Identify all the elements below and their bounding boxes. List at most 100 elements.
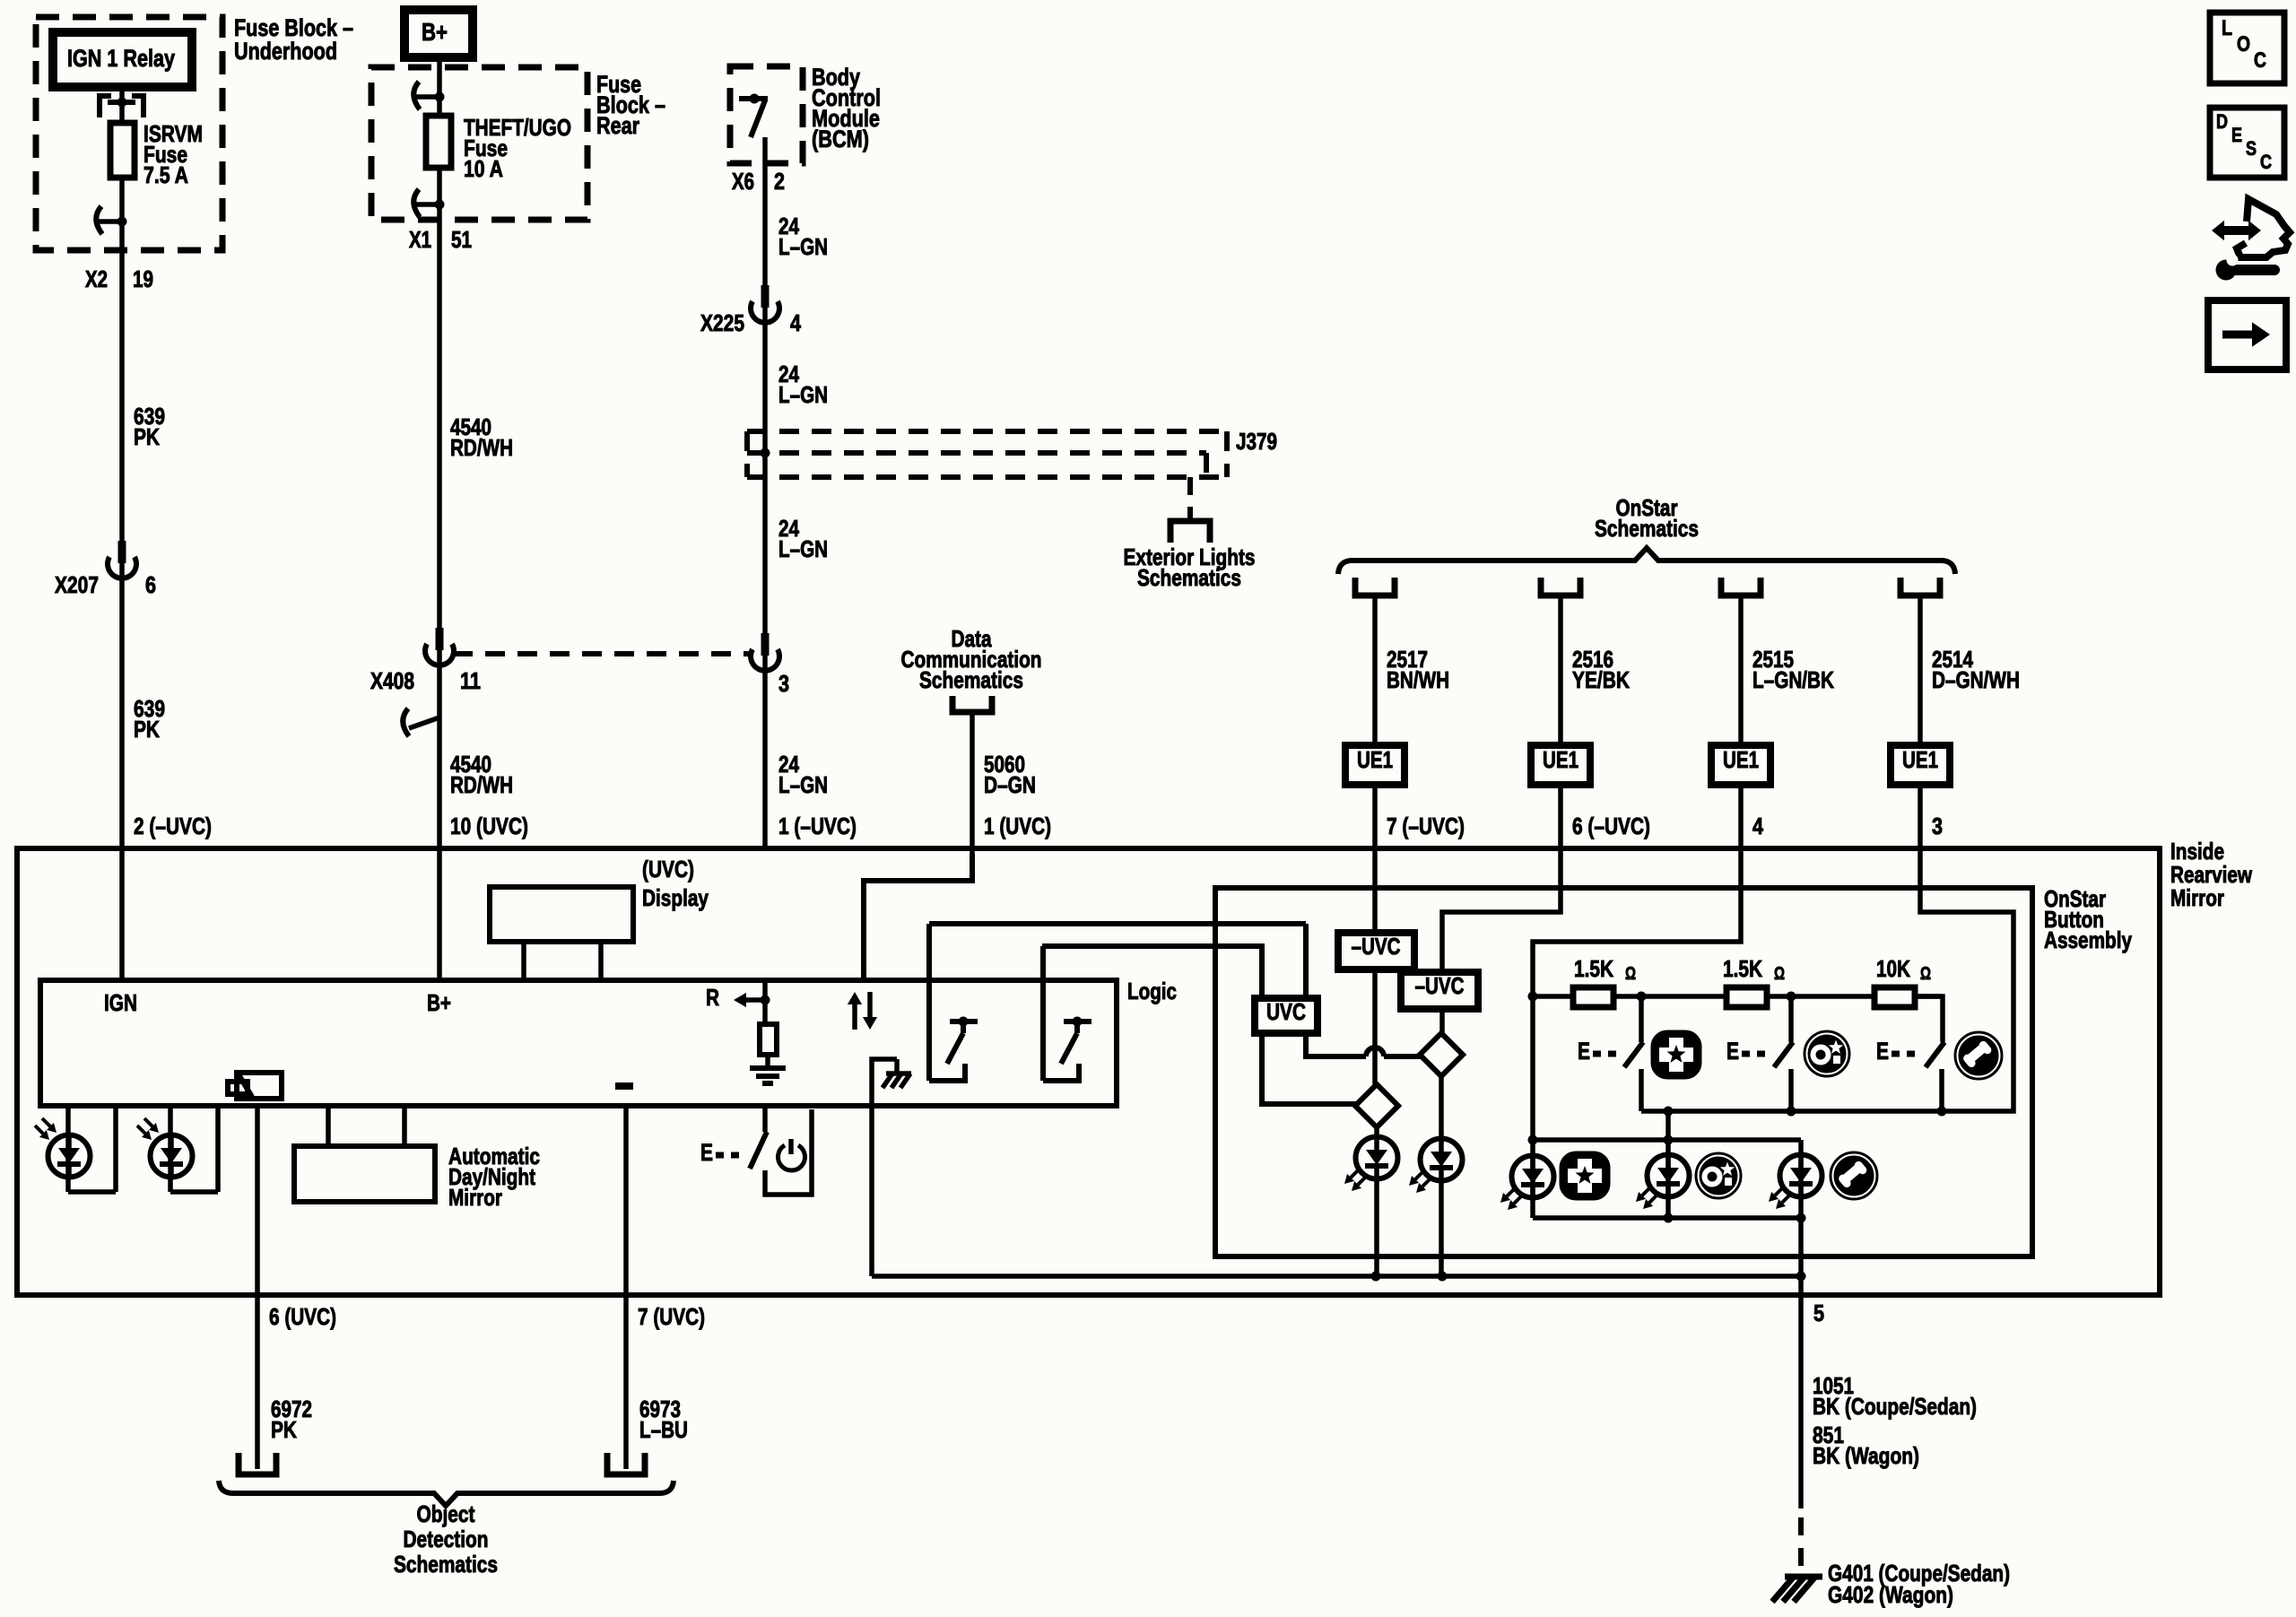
svg-text:RD/WH: RD/WH (450, 434, 513, 461)
svg-text:3: 3 (778, 670, 789, 697)
svg-text:Control: Control (812, 84, 881, 111)
svg-text:X225: X225 (700, 309, 744, 336)
svg-text:Exterior Lights: Exterior Lights (1124, 543, 1256, 570)
svg-text:L–GN: L–GN (778, 381, 828, 408)
svg-text:6973: 6973 (639, 1395, 681, 1422)
svg-text:(BCM): (BCM) (812, 126, 869, 152)
svg-text:B+: B+ (427, 989, 451, 1016)
svg-text:UE1: UE1 (1723, 746, 1759, 773)
svg-text:Display: Display (642, 884, 709, 911)
svg-text:4540: 4540 (450, 751, 491, 778)
svg-text:Rearview: Rearview (2170, 861, 2253, 888)
svg-text:IGN: IGN (104, 989, 137, 1016)
svg-text:24: 24 (778, 361, 799, 387)
svg-text:X6: X6 (732, 168, 754, 195)
svg-text:E: E (1726, 1038, 1739, 1065)
svg-text:Fuse: Fuse (464, 135, 508, 161)
svg-text:Logic: Logic (1127, 978, 1177, 1004)
svg-text:4540: 4540 (450, 413, 491, 440)
svg-text:2517: 2517 (1387, 646, 1428, 673)
svg-text:10K: 10K (1876, 955, 1910, 982)
svg-text:Automatic: Automatic (448, 1143, 540, 1169)
svg-text:851: 851 (1813, 1421, 1844, 1448)
svg-text:S: S (2246, 137, 2257, 160)
svg-text:RD/WH: RD/WH (450, 771, 513, 798)
svg-text:BK (Coupe/Sedan): BK (Coupe/Sedan) (1813, 1393, 1977, 1420)
svg-text:639: 639 (134, 403, 165, 430)
svg-text:Block –: Block – (596, 91, 665, 118)
svg-text:6 (UVC): 6 (UVC) (269, 1303, 336, 1330)
svg-text:Fuse: Fuse (596, 71, 641, 98)
svg-text:1 (UVC): 1 (UVC) (984, 813, 1051, 839)
svg-text:24: 24 (778, 751, 799, 778)
svg-text:Communication: Communication (901, 646, 1042, 673)
svg-text:Body: Body (812, 64, 860, 91)
svg-text:L–GN: L–GN (778, 233, 828, 260)
svg-text:Fuse Block –: Fuse Block – (234, 14, 353, 41)
svg-text:24: 24 (778, 515, 799, 542)
svg-text:4: 4 (790, 309, 801, 336)
svg-text:Schematics: Schematics (1595, 515, 1699, 542)
svg-text:C: C (2260, 151, 2272, 173)
svg-text:X1: X1 (409, 226, 431, 253)
svg-text:X2: X2 (85, 265, 108, 292)
svg-text:Inside: Inside (2170, 838, 2224, 865)
svg-text:L–GN/BK: L–GN/BK (1752, 666, 1834, 693)
svg-text:Rear: Rear (596, 112, 639, 139)
svg-text:OnStar: OnStar (1616, 494, 1678, 521)
svg-text:Ω: Ω (1625, 964, 1636, 984)
svg-text:–UVC: –UVC (1415, 972, 1465, 999)
svg-text:Schematics: Schematics (394, 1551, 498, 1578)
svg-text:Detection: Detection (404, 1526, 489, 1552)
svg-text:7 (–UVC): 7 (–UVC) (1387, 813, 1465, 839)
svg-text:5: 5 (1813, 1300, 1824, 1326)
svg-text:Assembly: Assembly (2044, 926, 2132, 953)
svg-text:BK (Wagon): BK (Wagon) (1813, 1442, 1919, 1469)
svg-text:6: 6 (145, 571, 156, 598)
svg-text:(UVC): (UVC) (642, 856, 694, 882)
svg-text:PK: PK (134, 423, 160, 450)
svg-text:1.5K: 1.5K (1574, 955, 1613, 982)
svg-text:L–GN: L–GN (778, 771, 828, 798)
svg-text:L–GN: L–GN (778, 535, 828, 562)
svg-text:Schematics: Schematics (1137, 564, 1241, 591)
svg-text:Mirror: Mirror (448, 1184, 502, 1211)
svg-text:Fuse: Fuse (144, 141, 187, 168)
svg-text:THEFT/UGO: THEFT/UGO (464, 114, 571, 141)
svg-text:2514: 2514 (1932, 646, 1973, 673)
svg-text:Mirror: Mirror (2170, 884, 2224, 911)
svg-text:–UVC: –UVC (1352, 933, 1401, 960)
svg-text:Underhood: Underhood (234, 38, 337, 65)
svg-text:7 (UVC): 7 (UVC) (638, 1303, 705, 1330)
svg-text:L–BU: L–BU (639, 1416, 688, 1443)
svg-text:UE1: UE1 (1357, 746, 1393, 773)
svg-text:X408: X408 (370, 667, 414, 694)
svg-text:2515: 2515 (1752, 646, 1794, 673)
svg-text:1 (–UVC): 1 (–UVC) (778, 813, 857, 839)
svg-text:UVC: UVC (1266, 998, 1306, 1025)
svg-text:G401 (Coupe/Sedan): G401 (Coupe/Sedan) (1828, 1560, 2010, 1587)
svg-text:J379: J379 (1236, 428, 1277, 455)
svg-text:PK: PK (271, 1416, 297, 1443)
svg-text:BN/WH: BN/WH (1387, 666, 1449, 693)
svg-text:3: 3 (1932, 813, 1943, 839)
svg-text:PK: PK (134, 716, 160, 743)
svg-text:2: 2 (774, 168, 785, 195)
svg-text:D: D (2216, 110, 2228, 133)
svg-text:C: C (2254, 48, 2266, 73)
svg-text:Button: Button (2044, 906, 2104, 933)
svg-text:E: E (2231, 124, 2242, 146)
svg-text:10 (UVC): 10 (UVC) (450, 813, 528, 839)
svg-text:Day/Night: Day/Night (448, 1163, 535, 1190)
svg-text:5060: 5060 (984, 751, 1025, 778)
svg-text:7.5 A: 7.5 A (144, 161, 188, 188)
svg-text:OnStar: OnStar (2044, 885, 2106, 912)
svg-text:IGN 1 Relay: IGN 1 Relay (67, 45, 175, 72)
svg-text:10 A: 10 A (464, 155, 503, 182)
svg-text:Data: Data (952, 625, 992, 652)
svg-text:B+: B+ (422, 18, 448, 46)
svg-text:6972: 6972 (271, 1395, 312, 1422)
svg-text:Module: Module (812, 105, 880, 132)
svg-text:2516: 2516 (1572, 646, 1613, 673)
svg-text:51: 51 (451, 226, 472, 253)
